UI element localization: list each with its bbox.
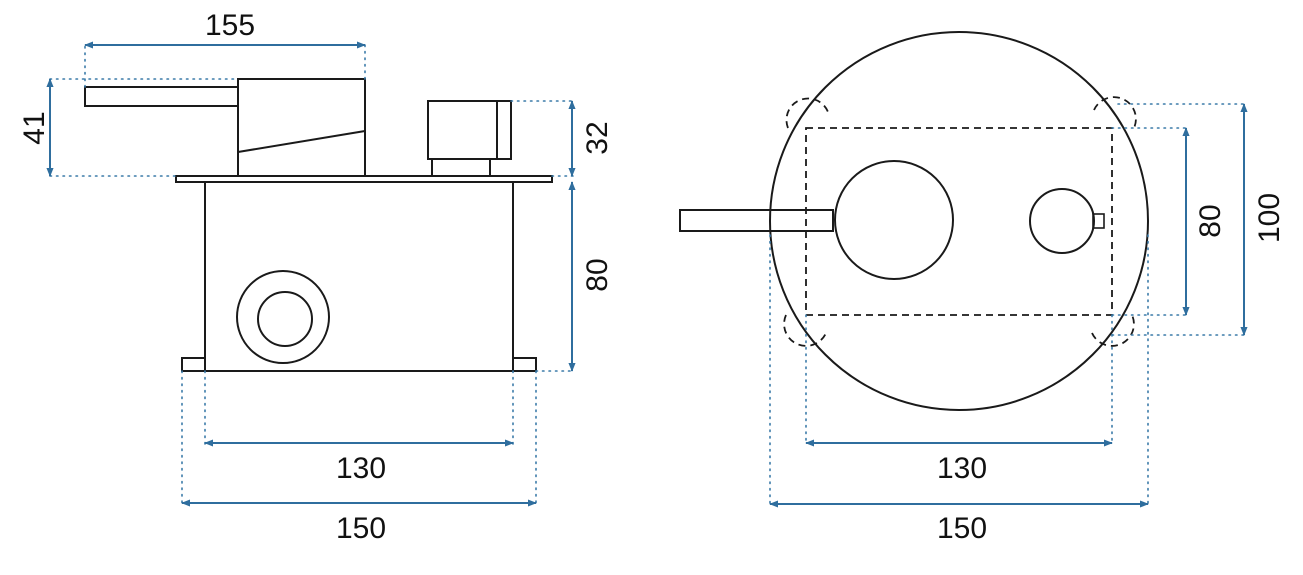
- front-small-knob-tab: [1092, 213, 1105, 229]
- dim-text-100-front: 100: [1253, 193, 1286, 243]
- dim-text-130-front: 130: [937, 452, 987, 485]
- dim-text-41: 41: [18, 111, 51, 144]
- handle-body-slant: [237, 130, 366, 153]
- front-view: 80 100 130 150: [679, 31, 1286, 545]
- right-foot: [512, 357, 537, 372]
- hidden-box-outline: [805, 127, 1113, 316]
- front-main-handle: [834, 160, 954, 280]
- dim-text-80-front: 80: [1194, 204, 1227, 237]
- side-view: 155 41 32 80 130 150: [18, 9, 614, 545]
- lever-handle: [84, 86, 239, 107]
- hidden-corner-arc: [785, 97, 829, 129]
- port-inner-ring: [257, 291, 313, 347]
- front-small-knob: [1029, 188, 1095, 254]
- dim-text-150-front: 150: [937, 512, 987, 545]
- mixer-box: [204, 181, 514, 372]
- dim-text-155: 155: [205, 9, 255, 42]
- front-lever: [679, 209, 834, 232]
- dim-text-32: 32: [581, 121, 614, 154]
- small-knob-stem: [431, 158, 491, 177]
- handle-body: [237, 78, 366, 177]
- dim-text-80-side: 80: [581, 258, 614, 291]
- dim-text-130-side: 130: [336, 452, 386, 485]
- dim-text-150-side: 150: [336, 512, 386, 545]
- left-foot: [181, 357, 206, 372]
- cover-plate: [769, 31, 1149, 411]
- port-outer-ring: [236, 270, 330, 364]
- small-knob: [427, 100, 512, 160]
